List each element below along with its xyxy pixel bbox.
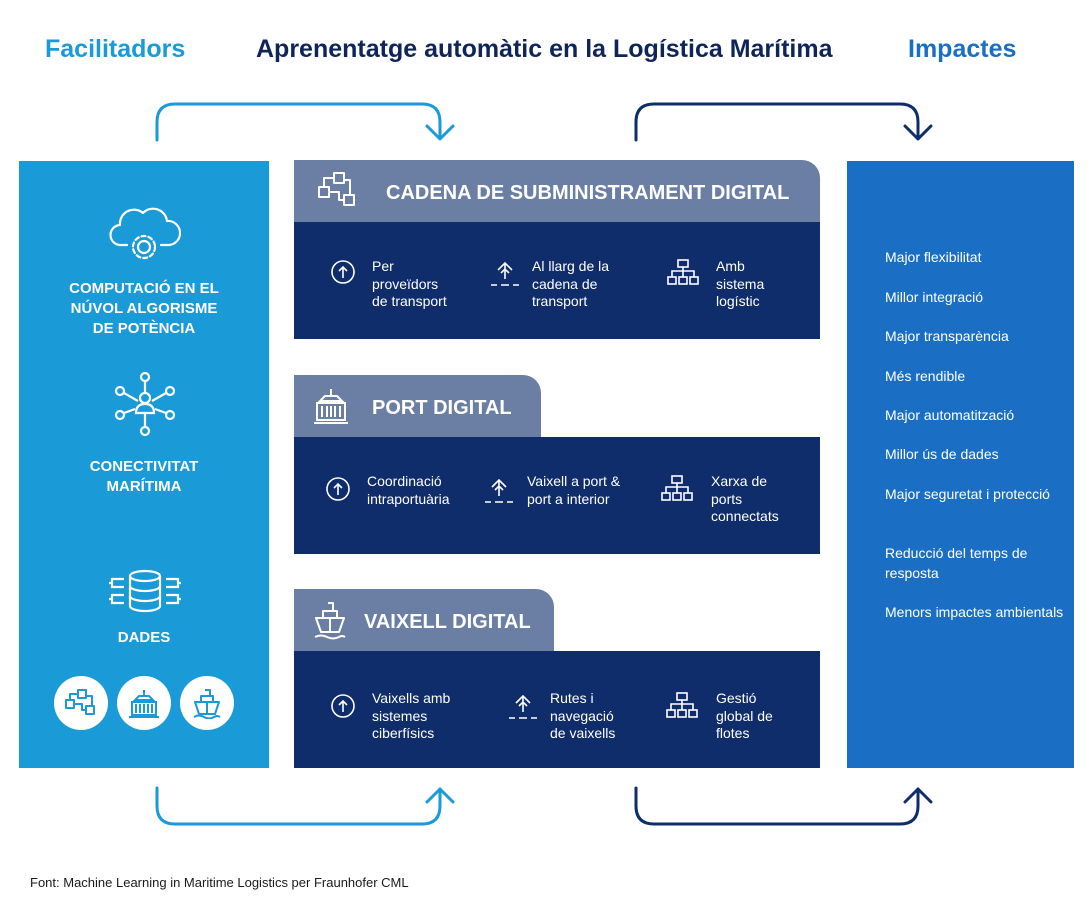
upload-arrow-icon: [509, 694, 537, 719]
circle-supply-chain: [54, 676, 108, 730]
section-supply-chain-body: [294, 222, 820, 339]
cloud-gear-icon: [109, 207, 181, 260]
enabler-cloud-label: COMPUTACIÓ EN EL NÚVOL ALGORISME DE POTÈ…: [69, 280, 219, 337]
supply-item-2-text: Al llarg de la cadena de transport: [532, 258, 610, 309]
section-supply-chain-tab: [294, 160, 820, 222]
port-icon: [129, 690, 159, 718]
impact-item: Major flexibilitat: [885, 249, 982, 265]
circle-ship: [180, 676, 234, 730]
network-icon: [114, 371, 176, 437]
hierarchy-icon: [661, 475, 693, 501]
supply-item-3-text: Amb sistema logístic: [716, 258, 765, 309]
hierarchy-icon: [667, 259, 699, 285]
port-item-2-text: Vaixell a port & port a interior: [527, 473, 621, 507]
ship-item-2-text: Rutes i navegació de vaixells: [550, 690, 616, 741]
impact-item: Millor ús de dades: [885, 446, 999, 462]
section-ship-title: VAIXELL DIGITAL: [364, 611, 531, 633]
bottom-left-flow-arrow: [155, 786, 455, 826]
impact-item: Reducció del temps de resposta: [885, 545, 1028, 581]
supply-chain-icon: [65, 689, 95, 715]
arrow-circle-icon: [331, 694, 355, 718]
database-icon: [109, 569, 181, 613]
ship-icon: [314, 602, 346, 640]
impact-item: Menors impactes ambientals: [885, 604, 1064, 620]
circle-port: [117, 676, 171, 730]
page-title: Aprenentatge automàtic en la Logística M…: [256, 35, 833, 63]
ship-item-1-text: Vaixells amb sistemes ciberfísics: [372, 690, 451, 741]
section-supply-chain-title: CADENA DE SUBMINISTRAMENT DIGITAL: [386, 182, 790, 204]
impact-item: Major seguretat i protecció: [885, 486, 1050, 502]
enablers-heading: Facilitadors: [45, 35, 186, 63]
impact-item: Més rendible: [885, 368, 966, 384]
section-port-body: [294, 437, 820, 554]
ship-icon: [193, 689, 221, 719]
ship-item-3-text: Gestió global de flotes: [716, 690, 773, 741]
enabler-data-label: DADES: [117, 629, 171, 646]
supply-item-1-text: Per proveïdors de transport: [372, 258, 447, 309]
impact-item: Millor integració: [885, 289, 984, 305]
impacts-panel: Major flexibilitat Millor integració Maj…: [847, 161, 1074, 768]
port-item-1-text: Coordinació intraportuària: [367, 473, 450, 507]
arrow-circle-icon: [331, 260, 355, 284]
port-icon: [314, 389, 348, 424]
section-ship-tab: [294, 589, 554, 651]
hierarchy-icon: [666, 692, 698, 718]
upload-arrow-icon: [485, 478, 513, 503]
upload-arrow-icon: [491, 261, 519, 286]
top-right-flow-arrow: [634, 102, 933, 142]
top-left-flow-arrow: [155, 102, 455, 142]
bottom-right-flow-arrow: [634, 786, 933, 826]
arrow-circle-icon: [326, 477, 350, 501]
port-item-3-text: Xarxa de ports connectats: [711, 473, 779, 524]
section-ship-body: [294, 651, 820, 768]
impact-item: Major transparència: [885, 328, 1009, 344]
enablers-panel: COMPUTACIÓ EN EL NÚVOL ALGORISME DE POTÈ…: [19, 161, 269, 768]
impacts-heading: Impactes: [908, 35, 1017, 63]
supply-chain-icon: [318, 172, 355, 206]
enabler-connectivity-label: CONECTIVITAT MARÍTIMA: [89, 458, 199, 495]
section-port-title: PORT DIGITAL: [372, 397, 512, 419]
impact-item: Major automatització: [885, 407, 1015, 423]
source-footnote: Font: Machine Learning in Maritime Logis…: [30, 875, 409, 890]
